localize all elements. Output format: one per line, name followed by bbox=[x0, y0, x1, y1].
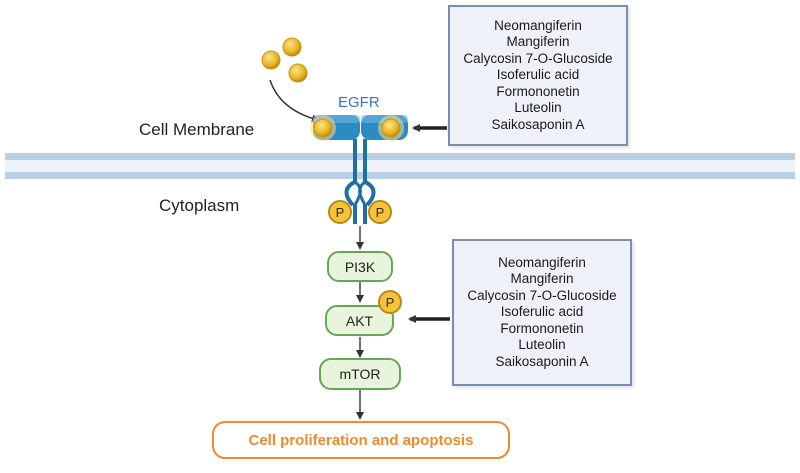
compound-item: Formononetin bbox=[500, 320, 584, 336]
compound-item: Formononetin bbox=[496, 83, 580, 99]
compound-item: Mangiferin bbox=[506, 34, 570, 50]
ligand-binding-arrow bbox=[269, 79, 320, 123]
compound-item: Calycosin 7-O-Glucoside bbox=[463, 50, 613, 66]
akt-phosphate-badge: P bbox=[378, 290, 402, 314]
mtor-node: mTOR bbox=[319, 358, 401, 390]
compound-item: Saikosaponin A bbox=[495, 353, 589, 369]
compound-item: Calycosin 7-O-Glucoside bbox=[467, 287, 617, 303]
outcome-box: Cell proliferation and apoptosis bbox=[212, 421, 510, 459]
phosphate-badge-right: P bbox=[368, 200, 392, 224]
compound-item: Luteolin bbox=[518, 337, 566, 353]
phosphate-badge-left: P bbox=[328, 200, 352, 224]
compound-list-bottom: Neomangiferin Mangiferin Calycosin 7-O-G… bbox=[452, 239, 632, 386]
compound-list-top: Neomangiferin Mangiferin Calycosin 7-O-G… bbox=[448, 5, 628, 146]
compound-item: Saikosaponin A bbox=[491, 116, 585, 132]
pi3k-node: PI3K bbox=[327, 251, 393, 282]
ligand-molecules bbox=[261, 37, 308, 83]
cell-membrane bbox=[5, 153, 795, 179]
bound-ligands bbox=[310, 115, 404, 141]
compound-item: Isoferulic acid bbox=[496, 67, 580, 83]
compound-item: Neomangiferin bbox=[498, 255, 586, 271]
cytoplasm-label: Cytoplasm bbox=[159, 196, 240, 215]
cell-membrane-label: Cell Membrane bbox=[139, 120, 255, 139]
compound-item: Neomangiferin bbox=[494, 18, 582, 34]
compound-item: Isoferulic acid bbox=[500, 304, 584, 320]
compound-item: Mangiferin bbox=[510, 271, 574, 287]
compound-item: Luteolin bbox=[514, 100, 562, 116]
egfr-label: EGFR bbox=[338, 94, 380, 111]
